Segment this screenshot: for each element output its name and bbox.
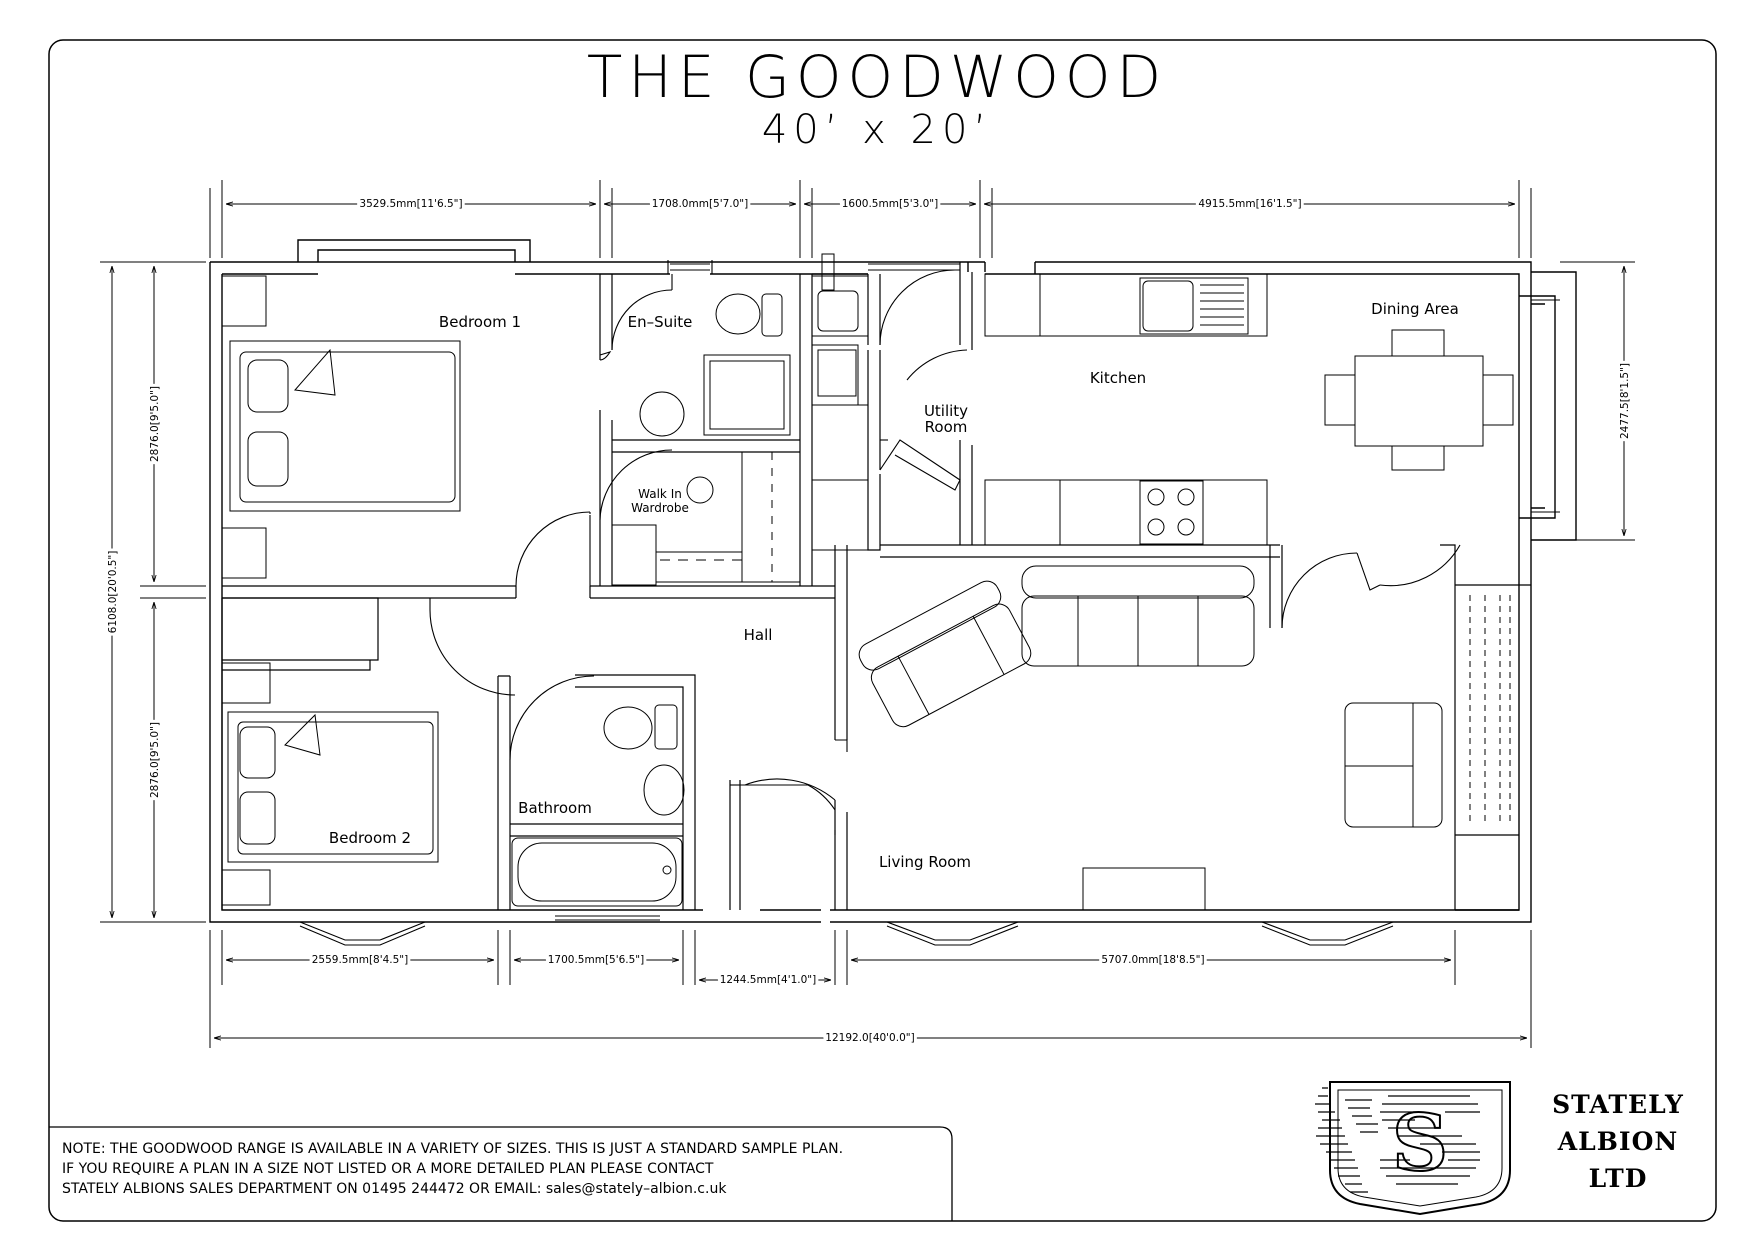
basin-ensuite	[639, 391, 685, 437]
door-swings	[429, 269, 1461, 835]
dim-overall-width: 6108.0[20'0.5"]	[107, 551, 119, 634]
note-line-1: NOTE: THE GOODWOOD RANGE IS AVAILABLE IN…	[62, 1141, 843, 1157]
toilet-bathroom	[603, 706, 653, 750]
sheet-border	[48, 39, 1717, 1222]
plan-subtitle: 40’ x 20’	[762, 107, 992, 153]
bed-2	[227, 711, 439, 863]
label-walkin-2: Wardrobe	[631, 501, 689, 515]
stately-albion-crest-icon: S	[1315, 1081, 1511, 1216]
dim-top-2: 1708.0mm[5'7.0"]	[652, 198, 748, 210]
note-box	[49, 1126, 953, 1221]
dim-top-1: 3529.5mm[11'6.5"]	[359, 198, 462, 210]
company-line-1: STATELY	[1552, 1090, 1684, 1119]
company-name: STATELY ALBION LTD	[1552, 1090, 1684, 1193]
dim-left-upper: 2876.0[9'5.0"]	[149, 386, 161, 462]
dining-table	[1354, 355, 1484, 447]
note-line-2: IF YOU REQUIRE A PLAN IN A SIZE NOT LIST…	[62, 1161, 714, 1177]
note-line-3: STATELY ALBIONS SALES DEPARTMENT ON 0149…	[62, 1181, 727, 1197]
room-labels: Bedroom 1 En–Suite Walk In Wardrobe Util…	[329, 300, 1459, 871]
sofa-3-seat	[1021, 565, 1255, 599]
toilet-ensuite	[715, 293, 761, 335]
label-bedroom-2: Bedroom 2	[329, 829, 411, 847]
company-line-3: LTD	[1589, 1164, 1648, 1193]
basin-bathroom	[643, 764, 685, 816]
label-utility-1: Utility	[924, 402, 968, 420]
company-line-2: ALBION	[1557, 1127, 1678, 1156]
dimension-lines	[100, 180, 1635, 1048]
label-utility-2: Room	[925, 418, 968, 436]
dim-bottom-1: 2559.5mm[8'4.5"]	[312, 954, 408, 966]
label-hall: Hall	[744, 626, 773, 644]
bed-1	[229, 340, 461, 512]
furniture	[221, 253, 1520, 911]
dim-bottom-4: 5707.0mm[18'8.5"]	[1101, 954, 1204, 966]
label-bathroom: Bathroom	[518, 799, 592, 817]
label-dining: Dining Area	[1371, 300, 1459, 318]
dim-top-3: 1600.5mm[5'3.0"]	[842, 198, 938, 210]
exterior-walls	[209, 239, 1577, 923]
label-living-room: Living Room	[879, 853, 971, 871]
dim-overall-length: 12192.0[40'0.0"]	[825, 1032, 914, 1044]
fireplace	[1082, 867, 1206, 911]
sofa-2-seat	[858, 580, 1002, 671]
windows	[299, 260, 1560, 946]
svg-text:S: S	[1392, 1098, 1448, 1189]
dim-bottom-3: 1244.5mm[4'1.0"]	[720, 974, 816, 986]
label-walkin-1: Walk In	[638, 487, 682, 501]
plan-title: THE GOODWOOD	[587, 43, 1167, 111]
dim-left-lower: 2876.0[9'5.0"]	[149, 722, 161, 798]
label-bedroom-1: Bedroom 1	[439, 313, 521, 331]
label-ensuite: En–Suite	[628, 313, 693, 331]
note-text: NOTE: THE GOODWOOD RANGE IS AVAILABLE IN…	[62, 1141, 843, 1197]
dim-right: 2477.5[8'1.5"]	[1619, 363, 1631, 439]
armchair	[1344, 702, 1443, 828]
bathtub	[511, 837, 683, 907]
dim-bottom-2: 1700.5mm[5'6.5"]	[548, 954, 644, 966]
interior-walls	[221, 262, 1531, 910]
dim-top-4: 4915.5mm[16'1.5"]	[1198, 198, 1301, 210]
dimension-labels: 3529.5mm[11'6.5"] 1708.0mm[5'7.0"] 1600.…	[104, 195, 1634, 1047]
label-kitchen: Kitchen	[1090, 369, 1146, 387]
